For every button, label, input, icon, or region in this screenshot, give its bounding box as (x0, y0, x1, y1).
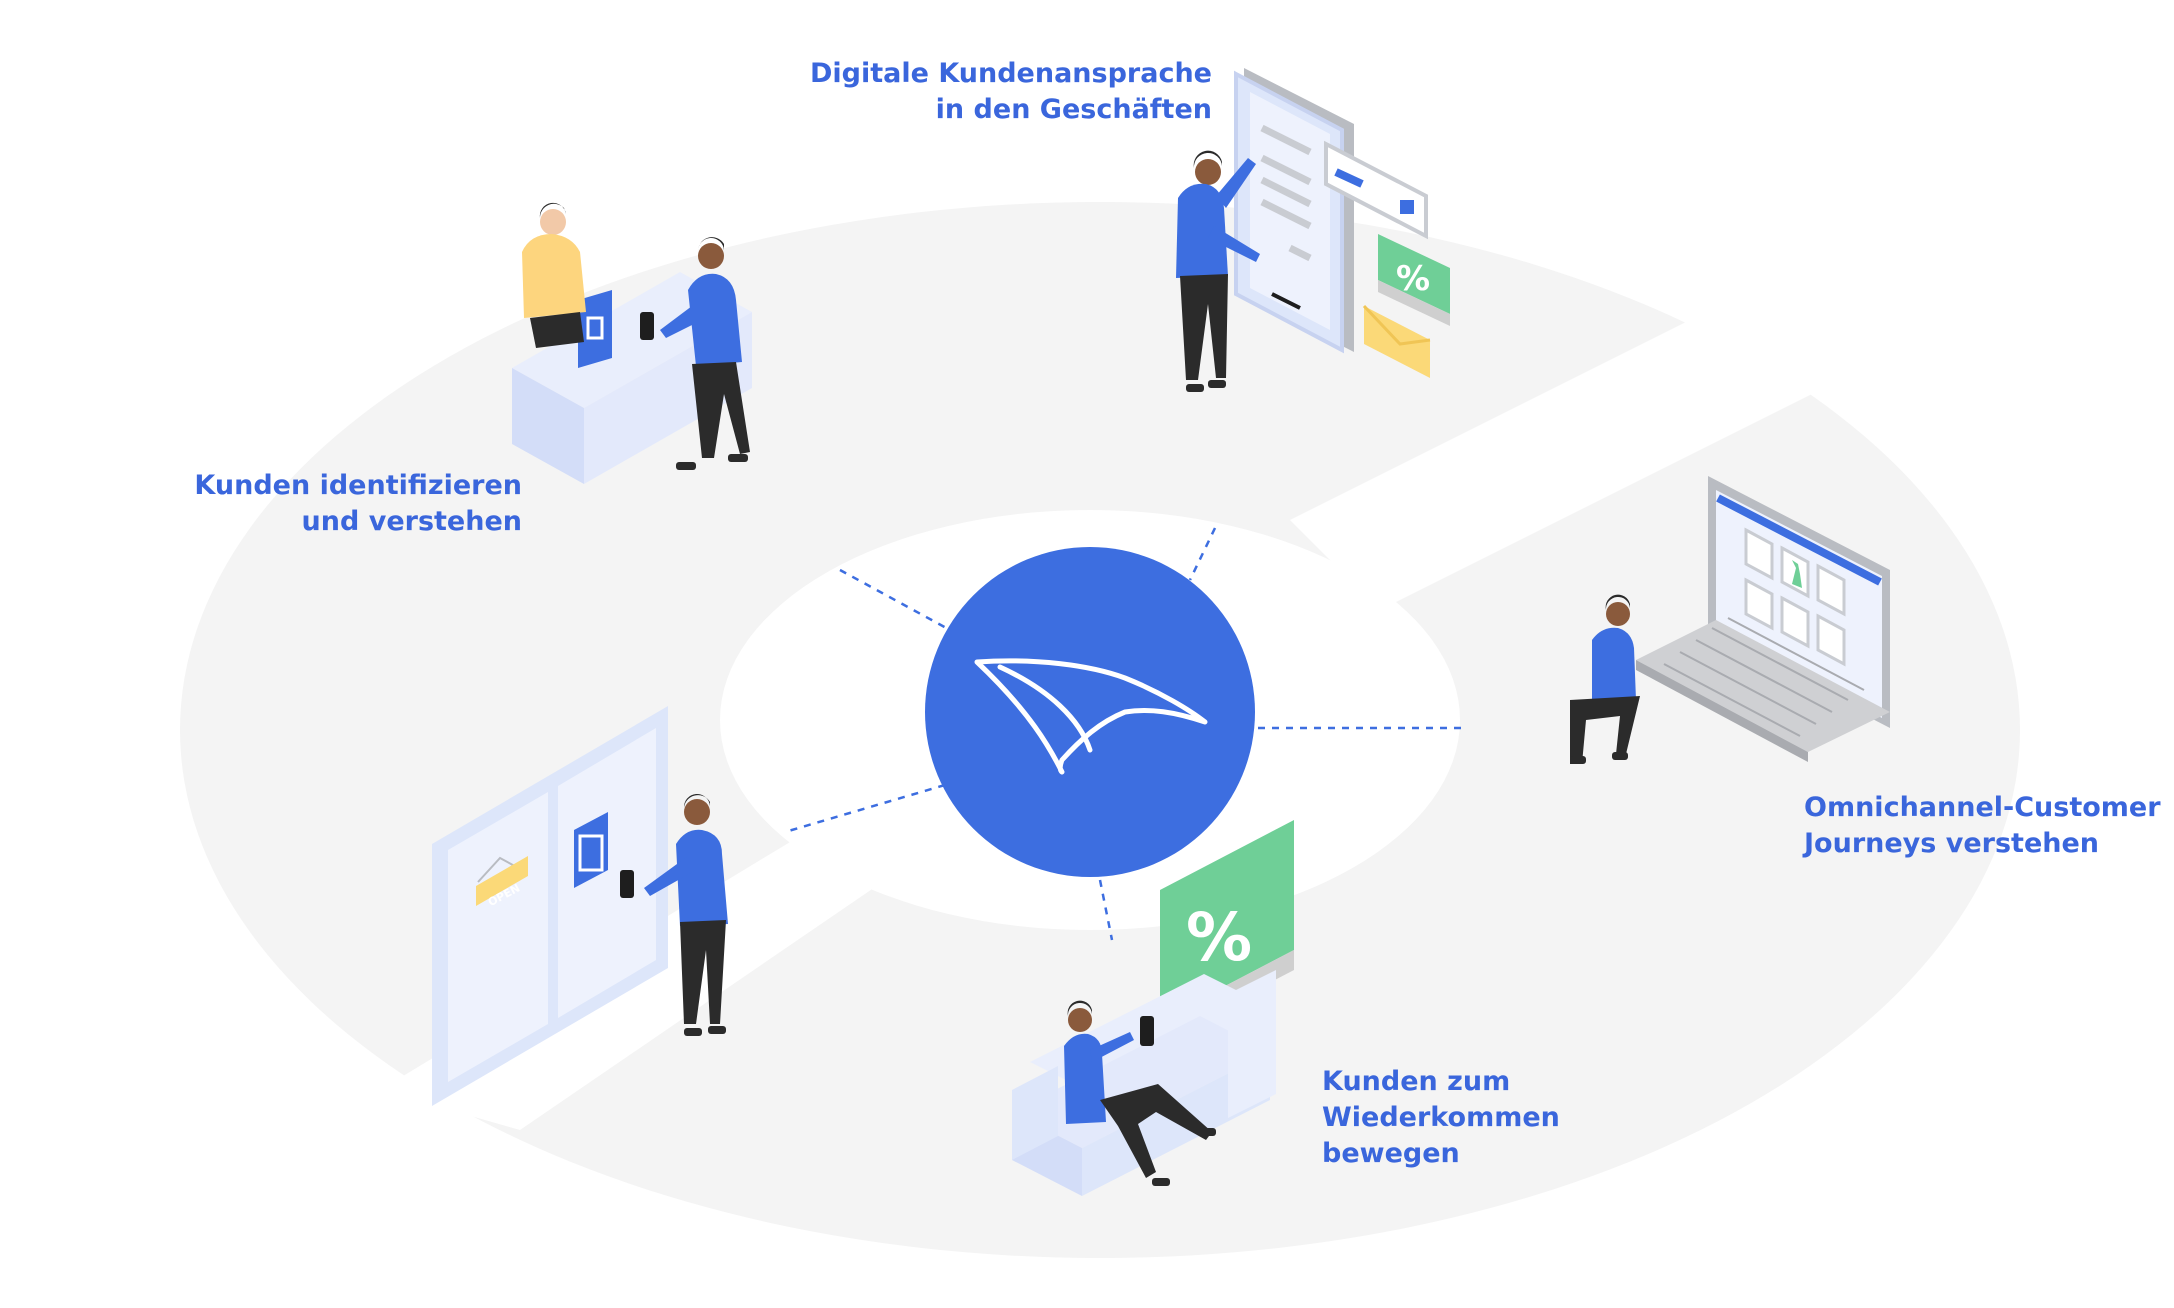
sofa-person-shoe-right (1198, 1128, 1216, 1136)
scene-sofa: % (1012, 820, 1294, 1196)
ring-separator-top-right (1290, 310, 1860, 610)
tablet-home-bar (1271, 292, 1301, 310)
discount-badge-small (1378, 234, 1450, 314)
label-omni-line1: Omnichannel-Customer (1804, 792, 2161, 823)
dress-icon (1792, 560, 1802, 588)
discount-badge-large (1160, 820, 1294, 1020)
clerk-head (540, 209, 566, 235)
laptop-person-shoe-left (1570, 756, 1586, 764)
clerk-shirt (522, 234, 586, 318)
label-digital-line2: in den Geschäften (935, 94, 1212, 125)
envelope-icon (1362, 304, 1431, 378)
smartphone-icon (620, 870, 634, 898)
tablet-person-shirt (1176, 183, 1228, 278)
tablet-text-lines (1260, 124, 1312, 262)
laptop-person-shirt (1592, 627, 1636, 702)
label-omnichannel: Omnichannel-Customer Journeys verstehen (1804, 790, 2161, 862)
dashed-connectors (784, 527, 1465, 941)
scene-door: OPEN (432, 706, 728, 1106)
laptop-person-head (1606, 602, 1630, 626)
sofa-person-arm (1090, 1032, 1134, 1062)
laptop-person-hair (1605, 594, 1630, 610)
customer-shirt (688, 273, 742, 366)
laptop-base-front (1636, 660, 1808, 762)
customer-legs (692, 362, 750, 458)
tablet-person-arm-up (1216, 158, 1256, 208)
sofa-person-legs (1100, 1084, 1212, 1178)
label-identify-line2: und verstehen (301, 506, 522, 537)
smartphone-icon (1140, 1016, 1154, 1046)
qr-stand (578, 290, 612, 368)
tablet-person-head (1195, 159, 1221, 185)
sofa-person-shoe-left (1152, 1178, 1170, 1186)
counter-front (512, 368, 584, 484)
qr-code-icon (586, 316, 604, 340)
tablet-person-legs (1180, 274, 1228, 380)
customer-arm (660, 300, 710, 338)
connector-bottom (1098, 879, 1114, 941)
door-person-arm (644, 856, 696, 896)
laptop-base (1636, 620, 1890, 752)
label-return-line1: Kunden zum (1322, 1066, 1511, 1097)
gift-icon (1400, 200, 1414, 214)
customer-head (698, 243, 724, 269)
door-person-head (684, 799, 710, 825)
open-sign: OPEN (476, 856, 528, 909)
popup-bar (1334, 168, 1364, 188)
center-logo (925, 547, 1255, 877)
label-identify-customers: Kunden identifizieren und verstehen (194, 468, 522, 540)
label-return-line3: bewegen (1322, 1138, 1460, 1169)
sofa-side (1082, 1052, 1270, 1196)
door-panel-right (558, 728, 656, 1018)
door-person-legs (680, 920, 726, 1024)
connector-top (1188, 527, 1217, 581)
label-bring-back: Kunden zum Wiederkommen bewegen (1322, 1064, 1560, 1172)
label-digital-engagement: Digitale Kundenansprache in den Geschäft… (810, 56, 1212, 128)
qr-code-icon (578, 834, 604, 872)
scene-counter (512, 202, 752, 484)
tablet-person-shoe-right (1208, 380, 1226, 388)
sofa-arm-right (1228, 970, 1276, 1118)
label-return-line2: Wiederkommen (1322, 1102, 1560, 1133)
sofa-person-head (1068, 1008, 1092, 1032)
laptop-person-shoe-right (1612, 752, 1628, 760)
discount-percent-small: % (1396, 259, 1430, 299)
label-digital-line1: Digitale Kundenansprache (809, 58, 1212, 89)
label-identify-line1: Kunden identifizieren (194, 470, 522, 501)
connector-top-left (839, 568, 951, 632)
door-person-shirt (676, 829, 728, 926)
laptop-person-legs (1570, 696, 1640, 764)
scene-tablet: % (1176, 68, 1450, 392)
tablet-person-arm-low (1208, 226, 1260, 262)
sofa-person-hair (1067, 1000, 1092, 1016)
laptop-screen-header (1716, 494, 1882, 586)
paper-plane-glider-icon (974, 658, 1208, 775)
customer-shoe-left (676, 462, 696, 470)
keyboard-icon (1663, 617, 1865, 737)
label-omni-line2: Journeys verstehen (1804, 828, 2100, 859)
discount-percent-large: % (1186, 899, 1252, 976)
clerk-pants (530, 312, 584, 348)
sofa-arm-left (1012, 1066, 1058, 1160)
smartphone-icon (640, 312, 654, 340)
customer-shoe-right (728, 454, 748, 462)
scene-laptop (1570, 476, 1890, 764)
door-person-shoe-right (708, 1026, 726, 1034)
discount-badge-small-shadow (1378, 280, 1450, 326)
door-person-shoe-left (684, 1028, 702, 1036)
tablet-person-shoe-left (1186, 384, 1204, 392)
